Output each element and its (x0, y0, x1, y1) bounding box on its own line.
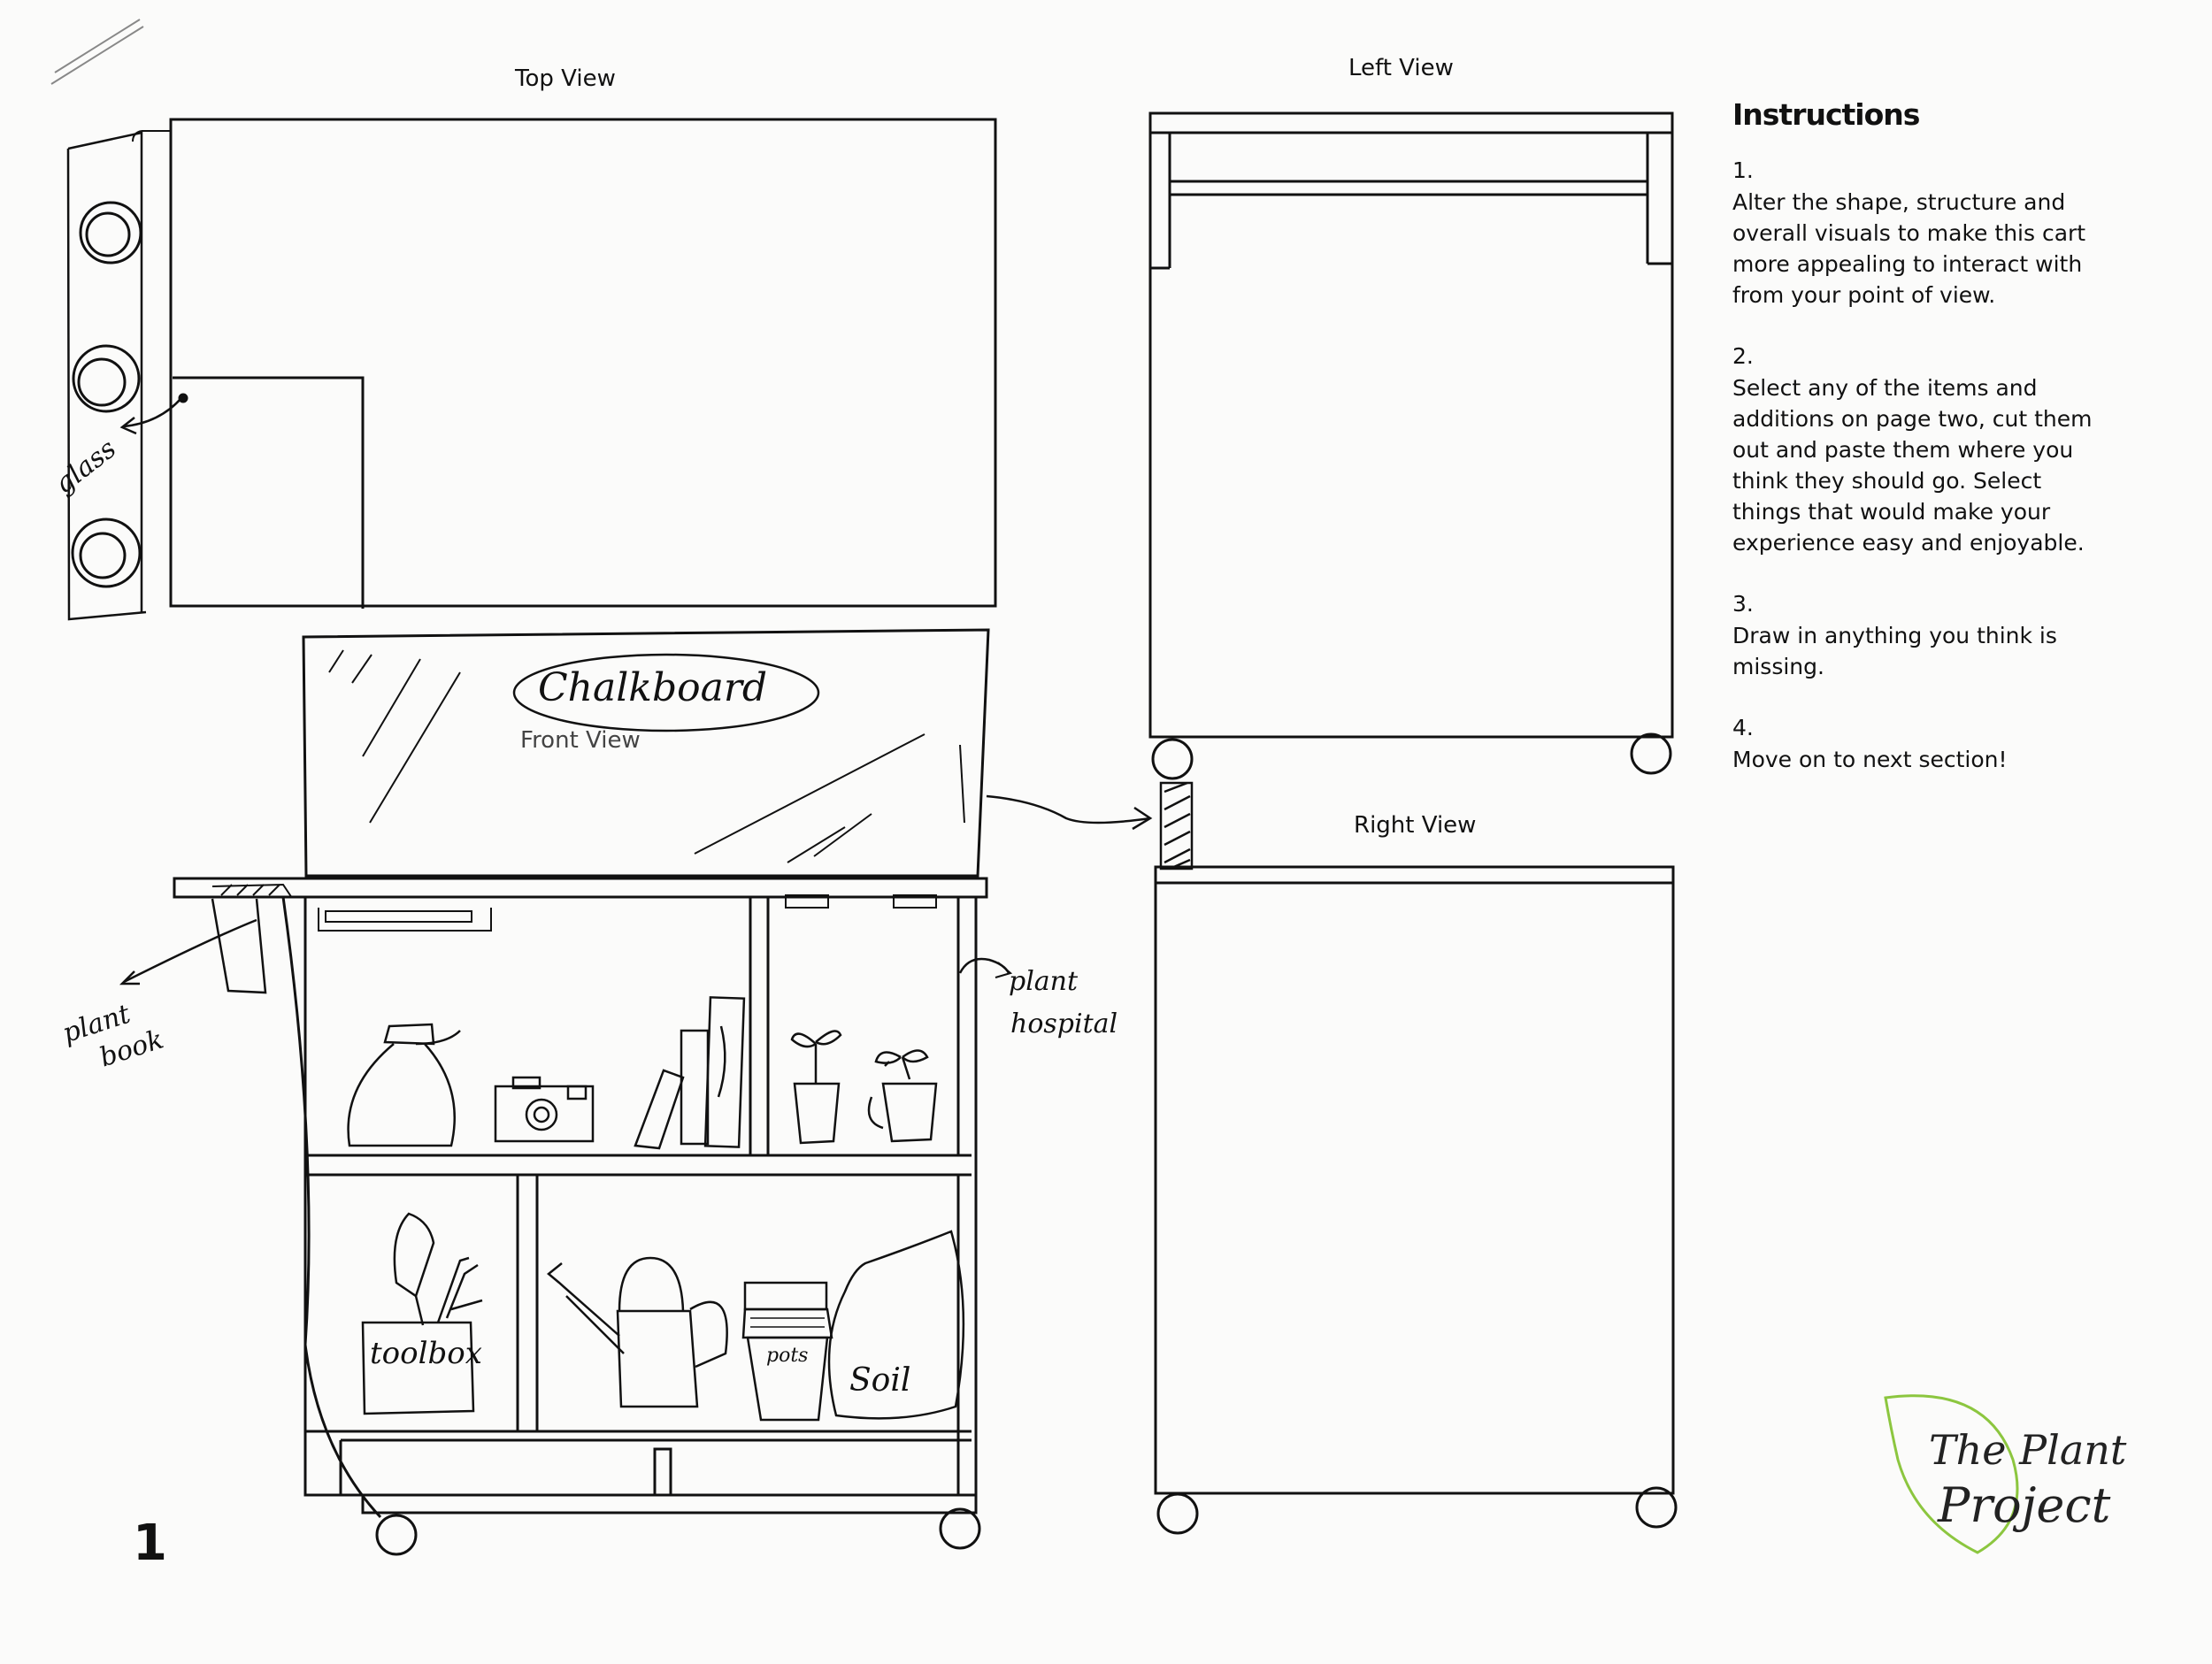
toolbox-icon (361, 1212, 483, 1415)
instruction-step: 4. Move on to next section! (1732, 712, 2104, 775)
logo-line-2: Project (1938, 1477, 2111, 1533)
step-number: 2. (1732, 343, 1754, 369)
step-number: 4. (1732, 715, 1754, 740)
plant-hospital-items (785, 894, 938, 1145)
chalkboard-edge-block (1159, 781, 1194, 870)
front-view-drawing (119, 628, 1153, 1556)
glass-icon (71, 201, 142, 588)
instructions-panel: Instructions 1. Alter the shape, structu… (1732, 97, 2104, 805)
chalkboard-annotation: Chalkboard (538, 665, 768, 710)
step-text: Move on to next section! (1732, 747, 2008, 772)
top-view-label: Top View (515, 65, 616, 92)
pots-annotation: pots (766, 1345, 809, 1367)
instruction-step: 2. Select any of the items and additions… (1732, 341, 2104, 558)
soil-bag-icon (827, 1230, 965, 1420)
step-text: Select any of the items and additions on… (1732, 375, 2093, 556)
step-number: 1. (1732, 157, 1754, 183)
plant-project-logo: The Plant Project (1880, 1389, 2128, 1566)
top-view-drawing (66, 118, 997, 621)
plant-hospital-annotation-1: plant (1009, 966, 1079, 997)
left-view-drawing (1148, 111, 1674, 780)
instructions-heading: Instructions (1732, 97, 1920, 132)
toolbox-annotation: toolbox (370, 1336, 482, 1371)
leaf-icon (1884, 1394, 2019, 1554)
watering-can-icon (547, 1256, 728, 1408)
instruction-step: 3. Draw in anything you think is missing… (1732, 588, 2104, 682)
page-number: 1 (133, 1514, 167, 1572)
front-view-label: Front View (520, 727, 641, 754)
step-number: 3. (1732, 591, 1754, 617)
instruction-step: 1. Alter the shape, structure and overal… (1732, 155, 2104, 311)
right-view-label: Right View (1354, 812, 1477, 839)
plant-hospital-annotation-2: hospital (1010, 1008, 1118, 1039)
logo-line-1: The Plant (1929, 1426, 2127, 1474)
books-icon (634, 996, 746, 1150)
left-view-label: Left View (1348, 55, 1454, 81)
soil-annotation: Soil (849, 1362, 911, 1399)
camera-icon (494, 1076, 595, 1143)
step-text: Draw in anything you think is missing. (1732, 623, 2057, 679)
bag-icon (347, 1023, 461, 1147)
right-view-drawing (1154, 865, 1678, 1535)
step-text: Alter the shape, structure and overall v… (1732, 189, 2086, 308)
